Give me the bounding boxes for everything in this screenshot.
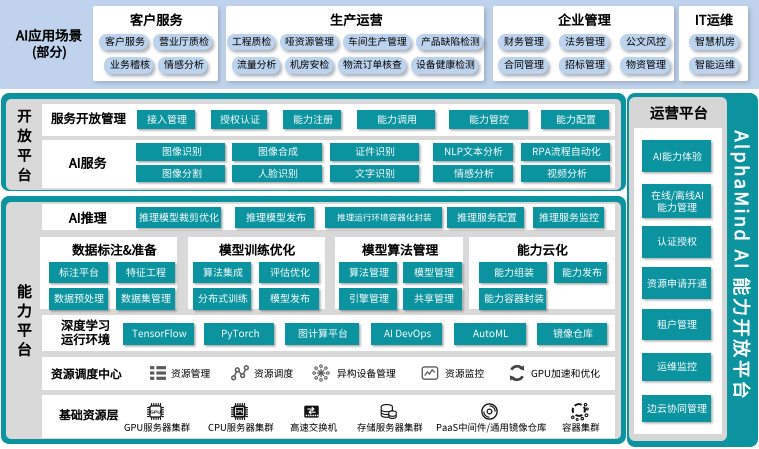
svg-text:GPU: GPU xyxy=(150,409,161,415)
svg-text:CPU: CPU xyxy=(235,409,244,414)
